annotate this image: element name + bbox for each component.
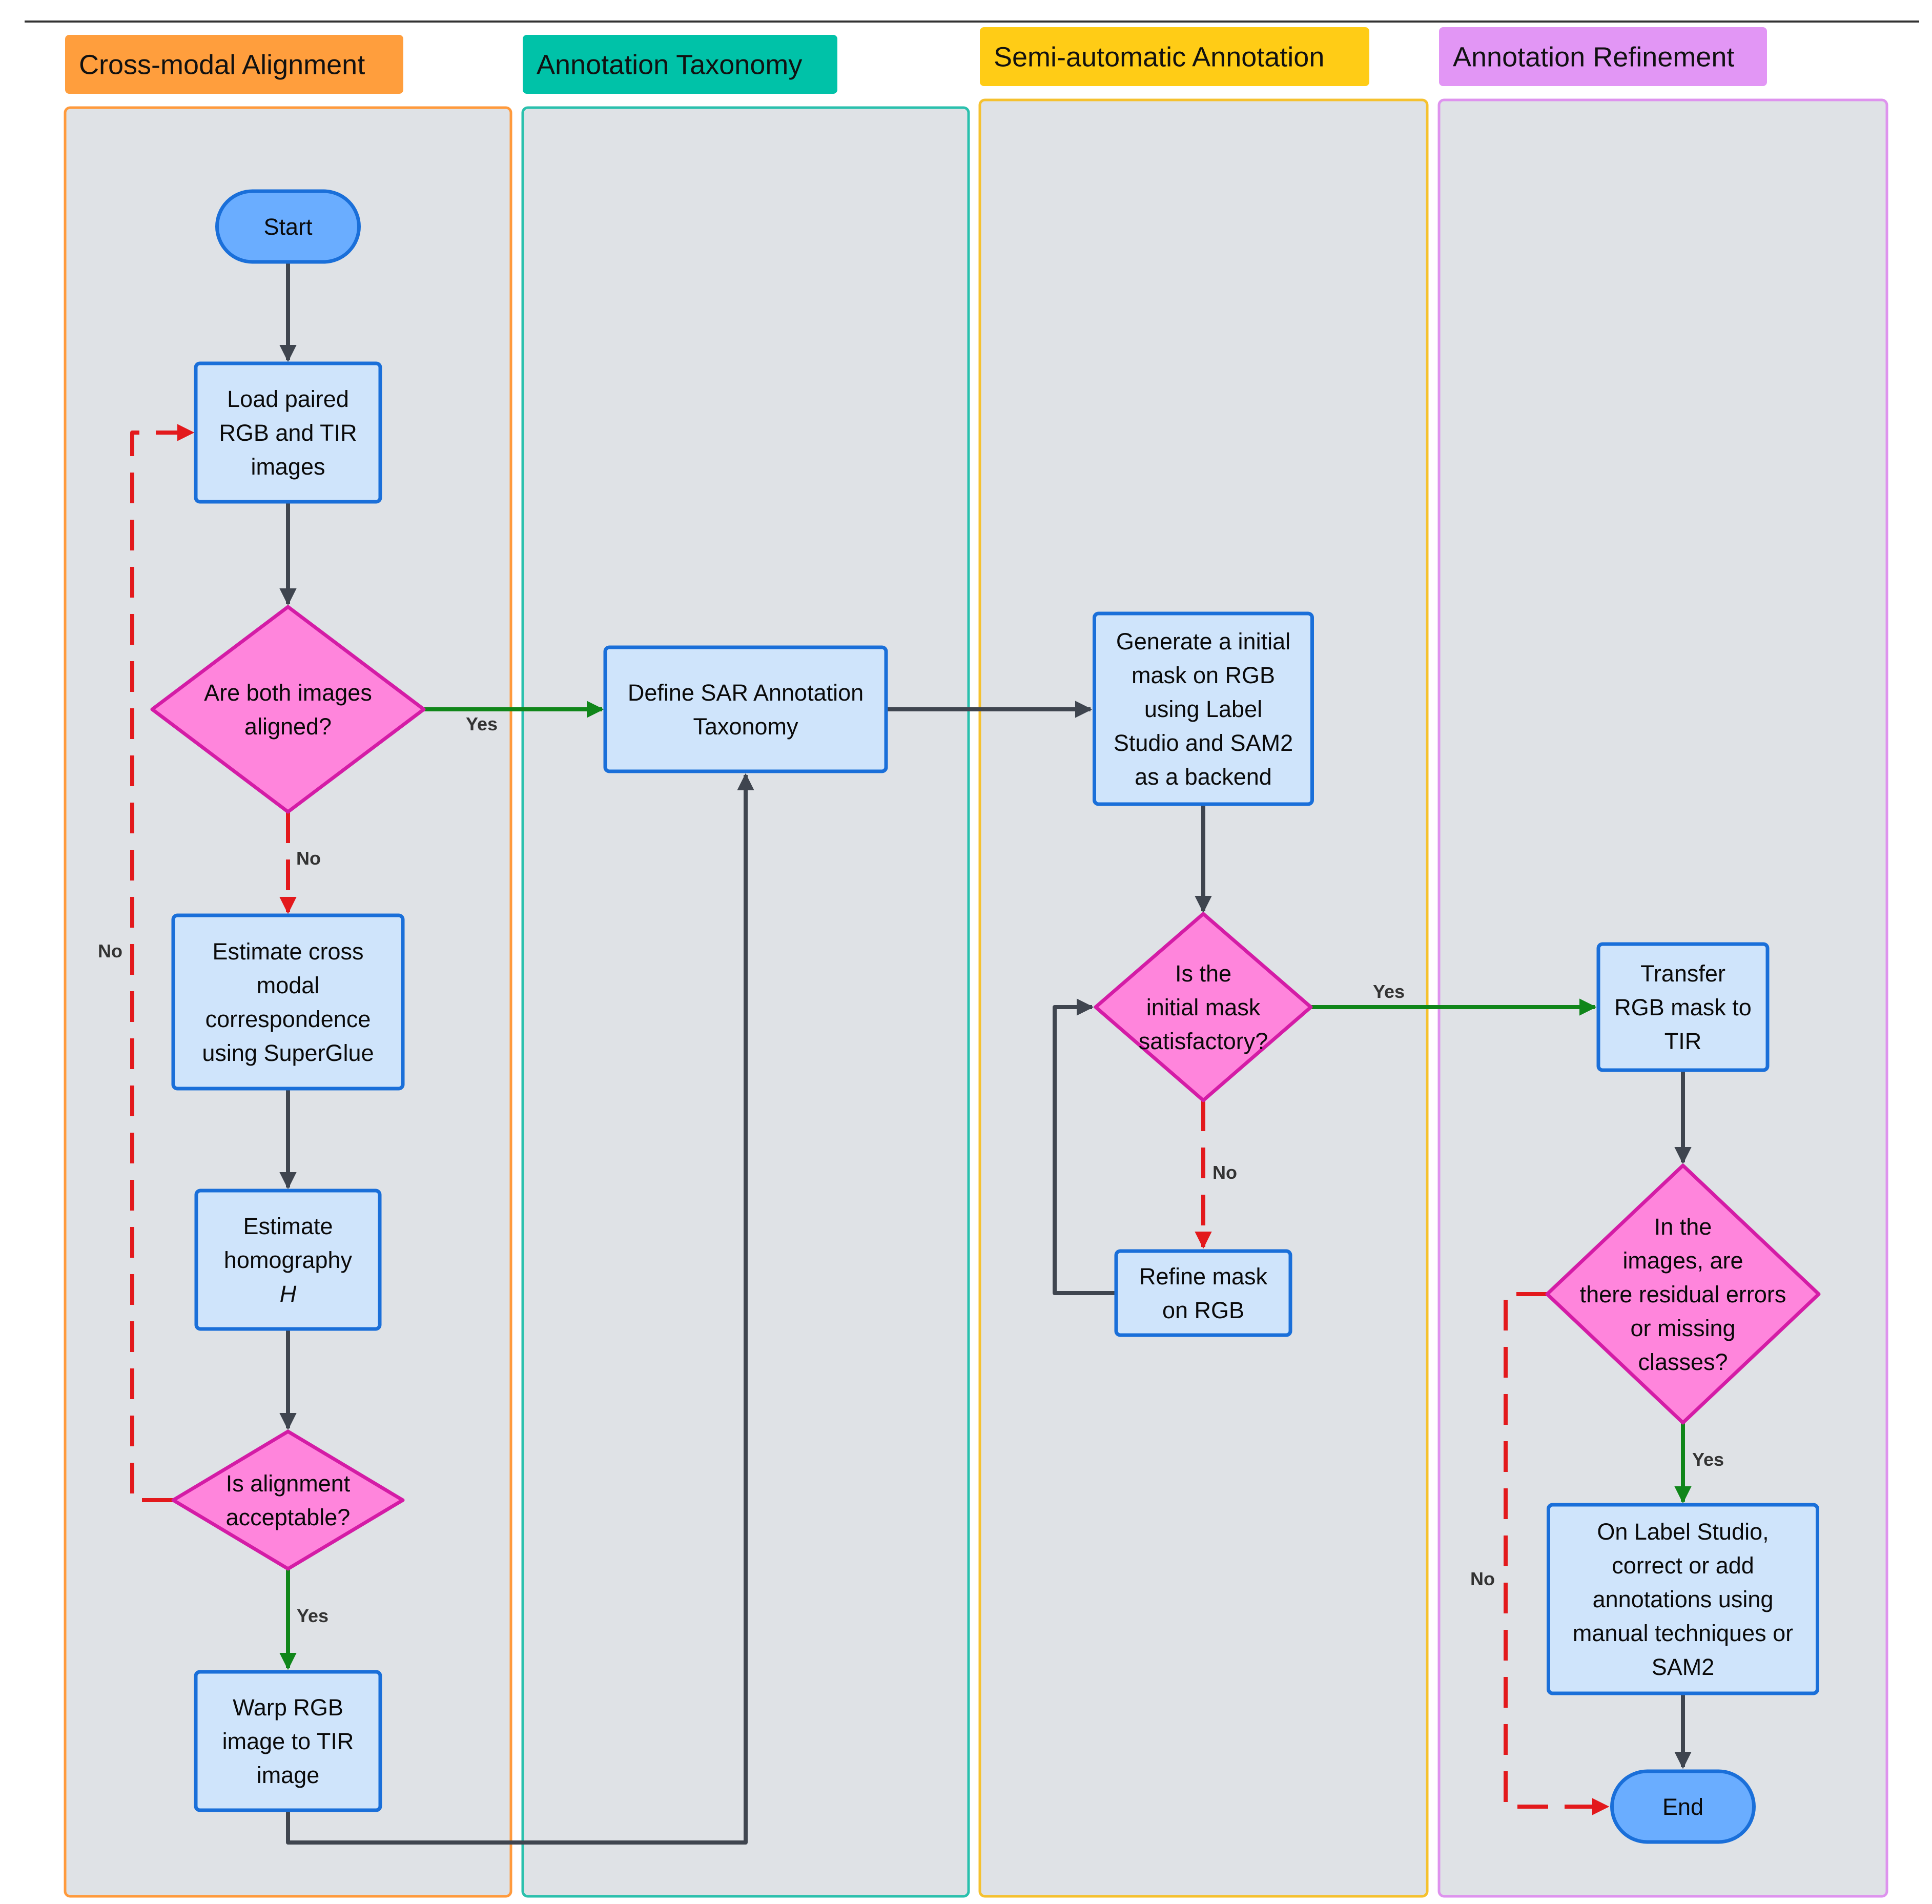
edge-label-residual-end: No <box>1470 1568 1495 1589</box>
estimate-corr-box <box>171 913 405 1091</box>
edge-warp-taxonomy <box>286 773 754 1845</box>
lane-taxonomy-title: Annotation Taxonomy <box>537 50 802 80</box>
residual-text-line: classes? <box>1638 1349 1728 1375</box>
transfer-text-line: RGB mask to <box>1614 994 1752 1020</box>
correct-box <box>1547 1503 1819 1695</box>
taxonomy-text-line: Taxonomy <box>693 713 798 740</box>
generate-text-line: Studio and SAM2 <box>1114 730 1293 756</box>
homography-text-line: homography <box>224 1247 353 1273</box>
load-text-line: images <box>251 454 325 480</box>
acceptable-diamond <box>171 1429 405 1571</box>
lane-refinement-title-badge <box>1439 27 1767 86</box>
lane-cross-modal-title-badge <box>65 35 403 94</box>
refine-node[interactable]: Refine mask on RGB <box>1114 1249 1292 1337</box>
lane-semi-auto-title-badge <box>980 27 1369 86</box>
load-text-line: Load paired <box>227 386 349 412</box>
aligned-text-line: aligned? <box>244 713 332 740</box>
residual-text-line: images, are <box>1622 1247 1743 1274</box>
homography-text-line: Estimate <box>243 1213 333 1239</box>
end-text-line: End <box>1662 1794 1703 1820</box>
load-text-line: RGB and TIR <box>219 420 357 446</box>
taxonomy-text-line: Define SAR Annotation <box>628 680 864 706</box>
transfer-text-line: Transfer <box>1640 960 1725 987</box>
lane-taxonomy-title-badge <box>523 35 837 94</box>
generate-text-line: mask on RGB <box>1132 662 1275 688</box>
estimate-corr-text-line: using SuperGlue <box>202 1040 374 1066</box>
lane-refinement-title: Annotation Refinement <box>1453 42 1734 73</box>
end-node[interactable]: End <box>1610 1769 1756 1844</box>
residual-text-line: or missing <box>1630 1315 1735 1341</box>
lane-semi-auto-title: Semi-automatic Annotation <box>994 42 1324 73</box>
edge-label-acceptable-warp: Yes <box>297 1605 328 1626</box>
residual-node[interactable]: In the images, are there residual errors or… <box>1545 1163 1821 1425</box>
edge-label-acceptable-load: No <box>98 940 122 961</box>
estimate-corr-text-line: correspondence <box>205 1006 371 1032</box>
acceptable-node[interactable]: Is alignment acceptable? <box>171 1429 405 1571</box>
warp-box <box>194 1670 382 1812</box>
acceptable-text-line: acceptable? <box>226 1504 351 1530</box>
warp-text-line: image <box>257 1762 320 1788</box>
taxonomy-box <box>603 645 888 773</box>
correct-text-line: annotations using <box>1593 1586 1774 1612</box>
transfer-box <box>1596 942 1770 1072</box>
acceptable-text-line: Is alignment <box>226 1470 351 1497</box>
refine-box <box>1114 1249 1292 1337</box>
edge-label-aligned-estimate: No <box>296 848 321 869</box>
satisfactory-text-line: initial mask <box>1146 994 1261 1020</box>
generate-text-line: as a backend <box>1135 764 1272 790</box>
residual-text-line: In the <box>1654 1214 1712 1240</box>
satisfactory-text-line: Is the <box>1175 960 1231 987</box>
generate-node[interactable]: Generate a initial mask on RGB using Label… <box>1093 611 1314 806</box>
start-text-line: Start <box>263 214 313 240</box>
edge-residual-end <box>1504 1292 1610 1815</box>
edge-label-satisfactory-refine: No <box>1212 1162 1237 1183</box>
generate-text-line: using Label <box>1144 696 1262 722</box>
correct-text-line: correct or add <box>1612 1552 1754 1579</box>
edge-label-aligned-taxonomy: Yes <box>466 713 498 734</box>
residual-diamond <box>1545 1163 1821 1425</box>
load-box <box>194 361 382 504</box>
homography-text-line: H <box>280 1281 297 1307</box>
warp-node[interactable]: Warp RGB image to TIR image <box>194 1670 382 1812</box>
homography-box <box>194 1189 382 1331</box>
edge-acceptable-load <box>130 424 195 1502</box>
satisfactory-text-line: satisfactory? <box>1139 1028 1268 1054</box>
estimate-corr-text-line: Estimate cross <box>212 938 363 965</box>
correct-text-line: On Label Studio, <box>1597 1519 1769 1545</box>
start-pill <box>215 189 361 264</box>
transfer-text-line: TIR <box>1664 1028 1702 1054</box>
edge-refine-satisfactory <box>1053 998 1116 1295</box>
correct-node[interactable]: On Label Studio, correct or add annotation… <box>1547 1503 1819 1695</box>
refine-text-line: on RGB <box>1162 1297 1244 1323</box>
estimate-corr-text-line: modal <box>257 972 320 998</box>
refine-text-line: Refine mask <box>1139 1263 1268 1289</box>
satisfactory-node[interactable]: Is the initial mask satisfactory? <box>1094 912 1313 1102</box>
aligned-diamond <box>150 605 426 814</box>
edge-label-residual-correct: Yes <box>1692 1449 1724 1470</box>
correct-text-line: manual techniques or <box>1573 1620 1793 1646</box>
generate-text-line: Generate a initial <box>1116 628 1290 654</box>
connectors <box>130 262 1692 1845</box>
correct-text-line: SAM2 <box>1652 1654 1715 1680</box>
start-node[interactable]: Start <box>215 189 361 264</box>
lane-cross-modal-title: Cross-modal Alignment <box>79 50 365 80</box>
aligned-node[interactable]: Are both images aligned? <box>150 605 426 814</box>
estimate-corr-node[interactable]: Estimate cross modal correspondence using S… <box>171 913 405 1091</box>
aligned-text-line: Are both images <box>204 680 372 706</box>
edge-label-satisfactory-transfer: Yes <box>1373 981 1405 1002</box>
warp-text-line: image to TIR <box>222 1728 354 1754</box>
warp-text-line: Warp RGB <box>233 1694 343 1721</box>
residual-text-line: there residual errors <box>1580 1281 1786 1307</box>
generate-box <box>1093 611 1314 806</box>
end-pill <box>1610 1769 1756 1844</box>
satisfactory-diamond <box>1094 912 1313 1102</box>
